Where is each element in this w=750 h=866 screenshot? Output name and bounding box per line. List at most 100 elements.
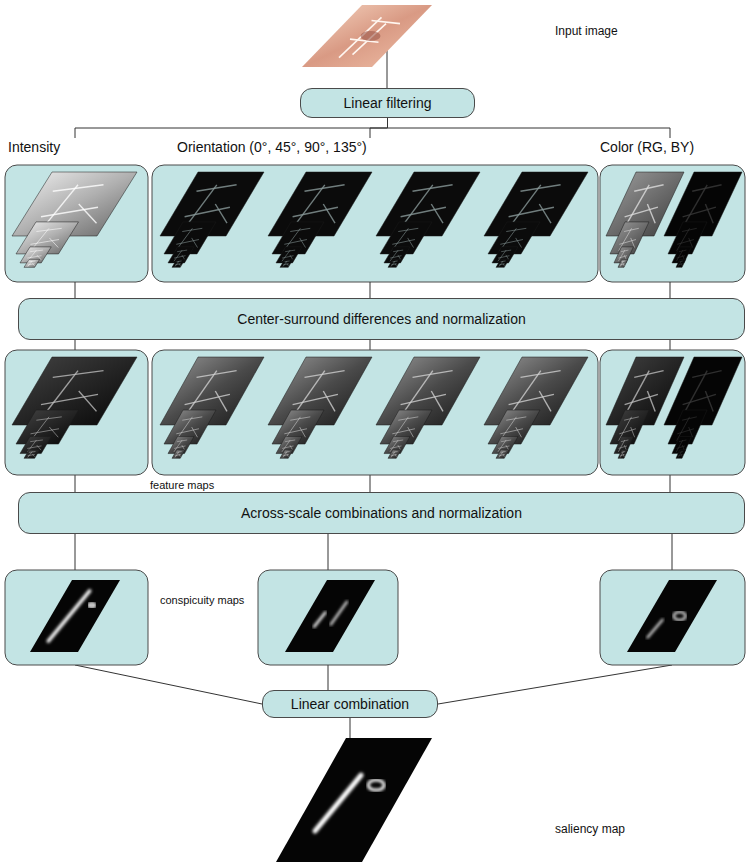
saliency-map-image (276, 738, 432, 862)
map-detail (283, 452, 287, 458)
map-detail (185, 394, 230, 404)
map-detail (293, 394, 338, 404)
map-detail (323, 391, 335, 411)
map-detail (53, 371, 104, 378)
process-band: Center-surround differences and normaliz… (18, 298, 745, 340)
map-detail (192, 427, 198, 437)
feature-channel: Orientation (0°, 45°, 90°, 135°) (152, 138, 598, 282)
salient-spot (647, 620, 662, 638)
image-detail (339, 17, 382, 57)
map-detail (182, 255, 185, 260)
channel-heading: Color (RG, BY) (600, 138, 745, 156)
process-box: Linear combination (262, 690, 438, 718)
map-detail (395, 263, 396, 265)
map-detail (682, 255, 684, 260)
map-detail (175, 452, 179, 458)
connector-line (75, 118, 388, 138)
map-detail (215, 204, 227, 223)
map-detail (678, 452, 681, 458)
pyramid-level (496, 259, 509, 267)
map-detail (185, 207, 230, 217)
conspicuity-map (627, 580, 717, 652)
pyramid-level (172, 450, 185, 459)
map-detail (624, 255, 626, 260)
map-detail (32, 263, 34, 265)
map-panel (600, 165, 745, 282)
map-detail (619, 429, 636, 434)
connector-line (370, 118, 388, 138)
map-detail (79, 204, 97, 223)
map-detail (192, 238, 198, 248)
process-band: Across-scale combinations and normalizat… (18, 492, 745, 534)
map-detail (284, 240, 307, 245)
map-detail (539, 204, 551, 223)
map-detail (647, 204, 655, 223)
map-detail (681, 263, 683, 265)
salient-spot (89, 603, 95, 607)
wire-line (370, 475, 371, 492)
pyramid-level (24, 259, 40, 267)
map-detail (283, 261, 287, 267)
map-detail (215, 391, 227, 411)
salient-spot (314, 612, 325, 626)
map-detail (705, 391, 713, 411)
map-detail (623, 454, 625, 457)
map-detail (677, 429, 694, 434)
map-detail (678, 261, 681, 267)
figure-label: Input image (555, 24, 618, 38)
map-detail (647, 391, 655, 411)
map-detail (401, 207, 446, 217)
map-detail (625, 207, 658, 217)
process-box: Linear filtering (300, 88, 475, 118)
box-label: Across-scale combinations and normalizat… (241, 504, 522, 522)
map-detail (431, 204, 443, 223)
map-detail (179, 263, 180, 265)
map-detail (539, 391, 551, 411)
map-panel (258, 570, 398, 665)
map-detail (499, 261, 503, 267)
map-detail (37, 445, 41, 450)
map-detail (619, 240, 636, 245)
salient-spot (368, 780, 384, 790)
wire-line (672, 534, 673, 570)
wire-line (370, 340, 371, 350)
input-image (302, 5, 432, 67)
map-detail (49, 427, 58, 437)
map-detail (516, 427, 522, 437)
map-detail (300, 238, 306, 248)
map-detail (36, 228, 61, 231)
wire-line (328, 665, 329, 690)
map-detail (395, 454, 396, 457)
wire-line (328, 534, 329, 570)
salient-spot (331, 602, 347, 625)
map-detail (323, 204, 335, 223)
map-detail (28, 261, 33, 267)
wire-line (75, 665, 262, 704)
wire-line (75, 475, 76, 492)
pyramid-level (618, 450, 628, 459)
map-detail (32, 454, 34, 457)
map-panel (5, 350, 148, 475)
map-detail (623, 263, 625, 265)
map-detail (689, 238, 693, 248)
pyramid-level (172, 259, 185, 267)
map-panel (5, 570, 148, 665)
wire-line (670, 475, 671, 492)
map-detail (681, 454, 683, 457)
feature-channel: Color (RG, BY) (600, 138, 745, 282)
map-detail (49, 238, 58, 248)
connector-line (370, 282, 371, 298)
map-detail (287, 263, 288, 265)
map-detail (290, 255, 293, 260)
pyramid-level (280, 259, 293, 267)
pyramid-level (618, 259, 628, 267)
map-detail (176, 240, 199, 245)
map-detail (683, 207, 716, 217)
map-detail (408, 427, 414, 437)
map-detail (53, 185, 104, 191)
wire-line (350, 718, 351, 738)
